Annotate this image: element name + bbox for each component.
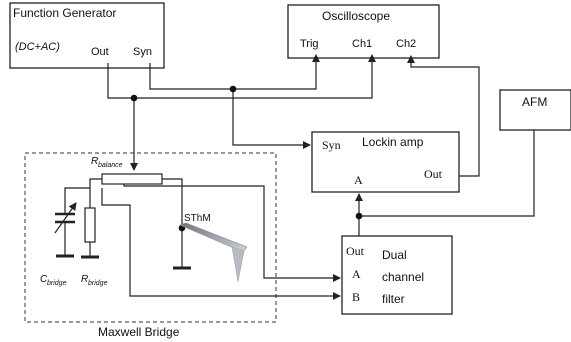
function-generator-title: Function Generator xyxy=(13,6,116,20)
lockin-a-label: A xyxy=(354,173,363,187)
afm-title: AFM xyxy=(522,95,547,109)
afm-box: AFM xyxy=(499,89,571,131)
function-generator-out-label: Out xyxy=(91,46,109,58)
r-bridge-label: R xyxy=(81,274,88,285)
junction-syn xyxy=(229,85,237,93)
dual-channel-filter-box: Out A B Dual channel filter xyxy=(341,235,453,315)
oscilloscope-title: Oscilloscope xyxy=(322,9,390,23)
junction-filter-out xyxy=(355,212,363,220)
oscilloscope-trig-label: Trig xyxy=(300,38,319,50)
filter-b-label: B xyxy=(352,290,360,304)
function-generator-box: Function Generator (DC+AC) Out Syn xyxy=(9,2,165,69)
wire-afm xyxy=(359,130,535,217)
r-bridge-resistor xyxy=(81,207,99,259)
wire-to-ch1 xyxy=(134,54,376,99)
maxwell-bridge-title: Maxwell Bridge xyxy=(98,325,180,339)
r-bridge-subscript: bridge xyxy=(88,280,108,287)
filter-line2: channel xyxy=(382,270,424,284)
filter-line1: Dual xyxy=(382,248,407,262)
oscilloscope-box: Oscilloscope Trig Ch1 Ch2 xyxy=(287,4,440,59)
wire-bridge-right xyxy=(162,178,183,188)
sthm-probe xyxy=(173,222,248,283)
sthm-label: SThM xyxy=(184,213,211,224)
oscilloscope-ch2-label: Ch2 xyxy=(396,38,416,50)
wire-to-filter-b xyxy=(101,188,341,300)
c-bridge-capacitor xyxy=(54,198,77,258)
filter-a-label: A xyxy=(352,267,361,281)
c-bridge-subscript: bridge xyxy=(47,280,67,287)
sthm-cantilever xyxy=(179,222,248,253)
r-balance-resistor: R balance xyxy=(91,156,163,185)
maxwell-bridge-enclosure: Maxwell Bridge xyxy=(24,152,277,339)
wire-syn-to-lockin xyxy=(232,89,311,149)
r-balance-subscript: balance xyxy=(98,162,123,169)
wire-lockin-out-to-ch2 xyxy=(407,55,480,177)
filter-line3: filter xyxy=(382,292,405,306)
wire-syn-to-trig xyxy=(149,54,320,90)
sthm-tip xyxy=(231,246,245,283)
c-bridge-label: C xyxy=(40,274,48,285)
wire-bridge-left xyxy=(64,178,102,198)
function-generator-mode: (DC+AC) xyxy=(15,41,60,53)
junction-fg-out xyxy=(130,94,138,102)
lockin-syn-label: Syn xyxy=(322,138,341,152)
wire-fg-out xyxy=(107,63,134,99)
filter-out-label: Out xyxy=(346,244,365,258)
wire-to-filter-a xyxy=(123,179,341,282)
lockin-title: Lockin amp xyxy=(362,135,424,149)
r-balance-label: R xyxy=(91,156,98,167)
function-generator-syn-label: Syn xyxy=(133,46,152,58)
lockin-out-label: Out xyxy=(424,167,443,181)
lockin-amp-box: Syn Lockin amp A Out xyxy=(311,131,460,193)
oscilloscope-ch1-label: Ch1 xyxy=(352,38,372,50)
